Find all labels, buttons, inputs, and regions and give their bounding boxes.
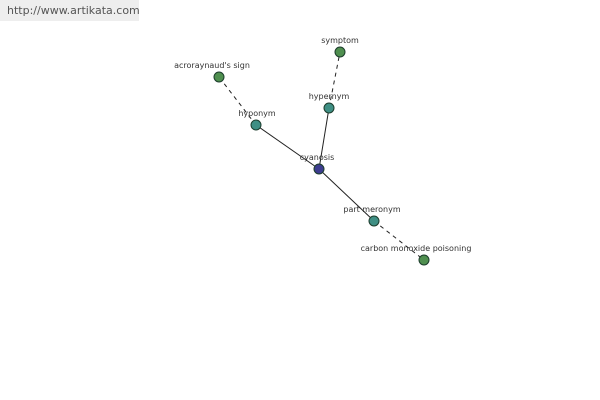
edge-hypernym-to-symptom: [328, 51, 341, 109]
node-part-meronym[interactable]: [368, 215, 380, 227]
edge-cyanosis-to-hyponym: [255, 124, 320, 170]
node-symptom[interactable]: [334, 46, 346, 58]
edge-part-meronym-to-carbon-monoxide-poisoning: [373, 220, 425, 261]
edge-hyponym-to-acroraynauds-sign: [218, 76, 257, 126]
node-hypernym[interactable]: [323, 102, 335, 114]
site-url-link[interactable]: http://www.artikata.com: [0, 0, 140, 21]
edge-cyanosis-to-part-meronym: [318, 168, 375, 222]
node-cyanosis[interactable]: [313, 163, 325, 175]
node-label-cyanosis[interactable]: cyanosis: [300, 153, 335, 162]
node-label-part-meronym[interactable]: part meronym: [343, 205, 400, 214]
nodes-layer: [213, 46, 430, 266]
node-label-acroraynauds-sign[interactable]: acroraynaud's sign: [174, 61, 250, 70]
edges-layer: [218, 51, 425, 261]
node-carbon-monoxide-poisoning[interactable]: [418, 254, 430, 266]
edge-cyanosis-to-hypernym: [318, 107, 330, 170]
node-hyponym[interactable]: [250, 119, 262, 131]
node-acroraynauds-sign[interactable]: [213, 71, 225, 83]
node-label-hypernym[interactable]: hypernym: [309, 92, 350, 101]
labels-layer: cyanosis hyponym hypernym part meronym acror…: [174, 36, 471, 253]
node-label-symptom[interactable]: symptom: [321, 36, 359, 45]
node-label-hyponym[interactable]: hyponym: [238, 109, 276, 118]
node-label-carbon-monoxide-poisoning[interactable]: carbon monoxide poisoning: [361, 244, 472, 253]
